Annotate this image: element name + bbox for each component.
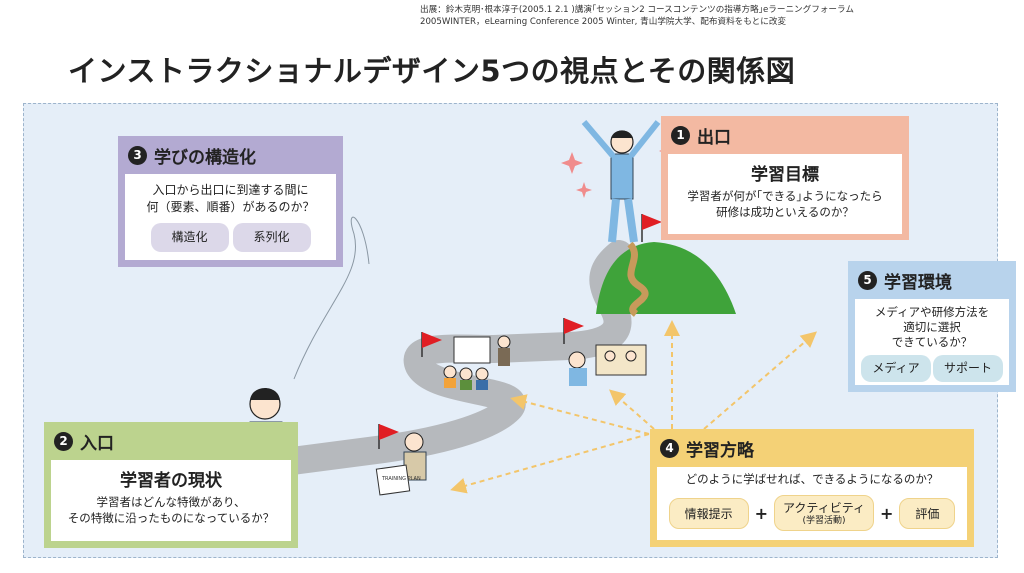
pill-activity: アクティビティ (学習活動) [774, 495, 874, 531]
entrance-heading: 学習者の現状 [120, 471, 222, 491]
pill-evaluation: 評価 [899, 497, 956, 529]
person-celebrating [581, 120, 661, 243]
source-citation: 出展：鈴木克明･根本淳子(2005.1 2.1 )講演｢セッション2 コースコン… [420, 4, 980, 28]
strategy-text: どのように学ばせれば、できるようになるのか？ [685, 472, 939, 486]
box-entrance: 2 入口 学習者の現状 学習者はどんな特徴があり、 その特徴に沿ったものになって… [44, 422, 298, 548]
pill-support: サポート [933, 355, 1003, 382]
sparkle-2 [576, 182, 592, 198]
page-title: インストラクショナルデザイン5つの視点とその関係図 [68, 54, 796, 88]
number-badge-1: 1 [671, 125, 690, 145]
structure-text-1: 入口から出口に到達する間に [152, 183, 309, 197]
box-exit: 1 出口 学習目標 学習者が何が｢できる｣ようになったら 研修は成功といえるのか… [661, 116, 909, 240]
box-strategy-header: 4 学習方略 [650, 429, 974, 467]
pill-sequencing: 系列化 [232, 223, 311, 252]
goal-hill [596, 241, 736, 317]
entrance-text-1: 学習者はどんな特徴があり、 [96, 495, 246, 509]
strategy-elements: 情報提示 + アクティビティ (学習活動) + 評価 [657, 495, 967, 531]
thin-curve [293, 216, 370, 380]
box-strategy-body: どのように学ばせれば、できるようになるのか？ 情報提示 + アクティビティ (学… [657, 467, 967, 540]
box-environment-title: 学習環境 [884, 272, 952, 293]
plus-sign-2: + [880, 503, 894, 523]
flag-3 [563, 318, 584, 344]
box-entrance-body: 学習者の現状 学習者はどんな特徴があり、 その特徴に沿ったものになっているか？ [51, 460, 291, 541]
box-entrance-title: 入口 [80, 433, 114, 454]
number-badge-4: 4 [660, 438, 679, 458]
pill-activity-label: アクティビティ [783, 501, 865, 515]
structure-text-2: 何（要素、順番）があるのか？ [146, 200, 315, 214]
pill-media: メディア [861, 355, 931, 382]
sparkle-1 [561, 152, 583, 174]
box-strategy: 4 学習方略 どのように学ばせれば、できるようになるのか？ 情報提示 + アクテ… [650, 429, 974, 547]
exit-text-2: 研修は成功といえるのか？ [716, 205, 854, 219]
source-line-2: 2005WINTER，eLearning Conference 2005 Win… [420, 17, 787, 27]
classroom-scene [443, 335, 511, 390]
source-line-1: 出展：鈴木克明･根本淳子(2005.1 2.1 )講演｢セッション2 コースコン… [420, 5, 854, 15]
box-strategy-title: 学習方略 [686, 440, 754, 461]
exit-text-1: 学習者が何が｢できる｣ようになったら [687, 189, 883, 203]
box-environment-body: メディアや研修方法を 適切に選択 できているか？ メディアサポート [855, 299, 1009, 385]
box-structure-title: 学びの構造化 [154, 147, 256, 168]
box-exit-body: 学習目標 学習者が何が｢できる｣ようになったら 研修は成功といえるのか？ [668, 154, 902, 234]
flag-goal [641, 214, 662, 242]
person-planner: TRAINING PLAN [375, 432, 427, 496]
box-structure: 3 学びの構造化 入口から出口に到達する間に 何（要素、順番）があるのか？ 構造… [118, 136, 343, 267]
flag-1 [378, 424, 399, 449]
video-call-scene [568, 344, 647, 386]
box-environment-header: 5 学習環境 [848, 261, 1016, 299]
plus-sign-1: + [754, 503, 768, 523]
box-structure-body: 入口から出口に到達する間に 何（要素、順番）があるのか？ 構造化系列化 [125, 174, 336, 260]
diagram-illustration: TRAINING PLAN [243, 120, 818, 496]
exit-heading: 学習目標 [751, 165, 819, 185]
environment-text-1: メディアや研修方法を [874, 305, 990, 319]
number-badge-2: 2 [54, 431, 73, 451]
box-exit-header: 1 出口 [661, 116, 909, 154]
box-structure-header: 3 学びの構造化 [118, 136, 343, 174]
training-plan-label: TRAINING PLAN [381, 476, 421, 482]
pill-info-presentation: 情報提示 [668, 497, 749, 529]
box-entrance-header: 2 入口 [44, 422, 298, 460]
strategy-arrows [450, 320, 818, 494]
box-environment: 5 学習環境 メディアや研修方法を 適切に選択 できているか？ メディアサポート [848, 261, 1016, 392]
environment-text-2: 適切に選択 [903, 320, 961, 334]
number-badge-3: 3 [128, 145, 147, 165]
pill-structuring: 構造化 [150, 223, 229, 252]
flag-2 [421, 332, 442, 357]
pill-activity-sub: (学習活動) [802, 516, 846, 526]
number-badge-5: 5 [858, 270, 877, 290]
environment-text-3: できているか？ [891, 335, 973, 349]
entrance-text-2: その特徴に沿ったものになっているか？ [67, 511, 275, 525]
box-exit-title: 出口 [697, 127, 731, 148]
